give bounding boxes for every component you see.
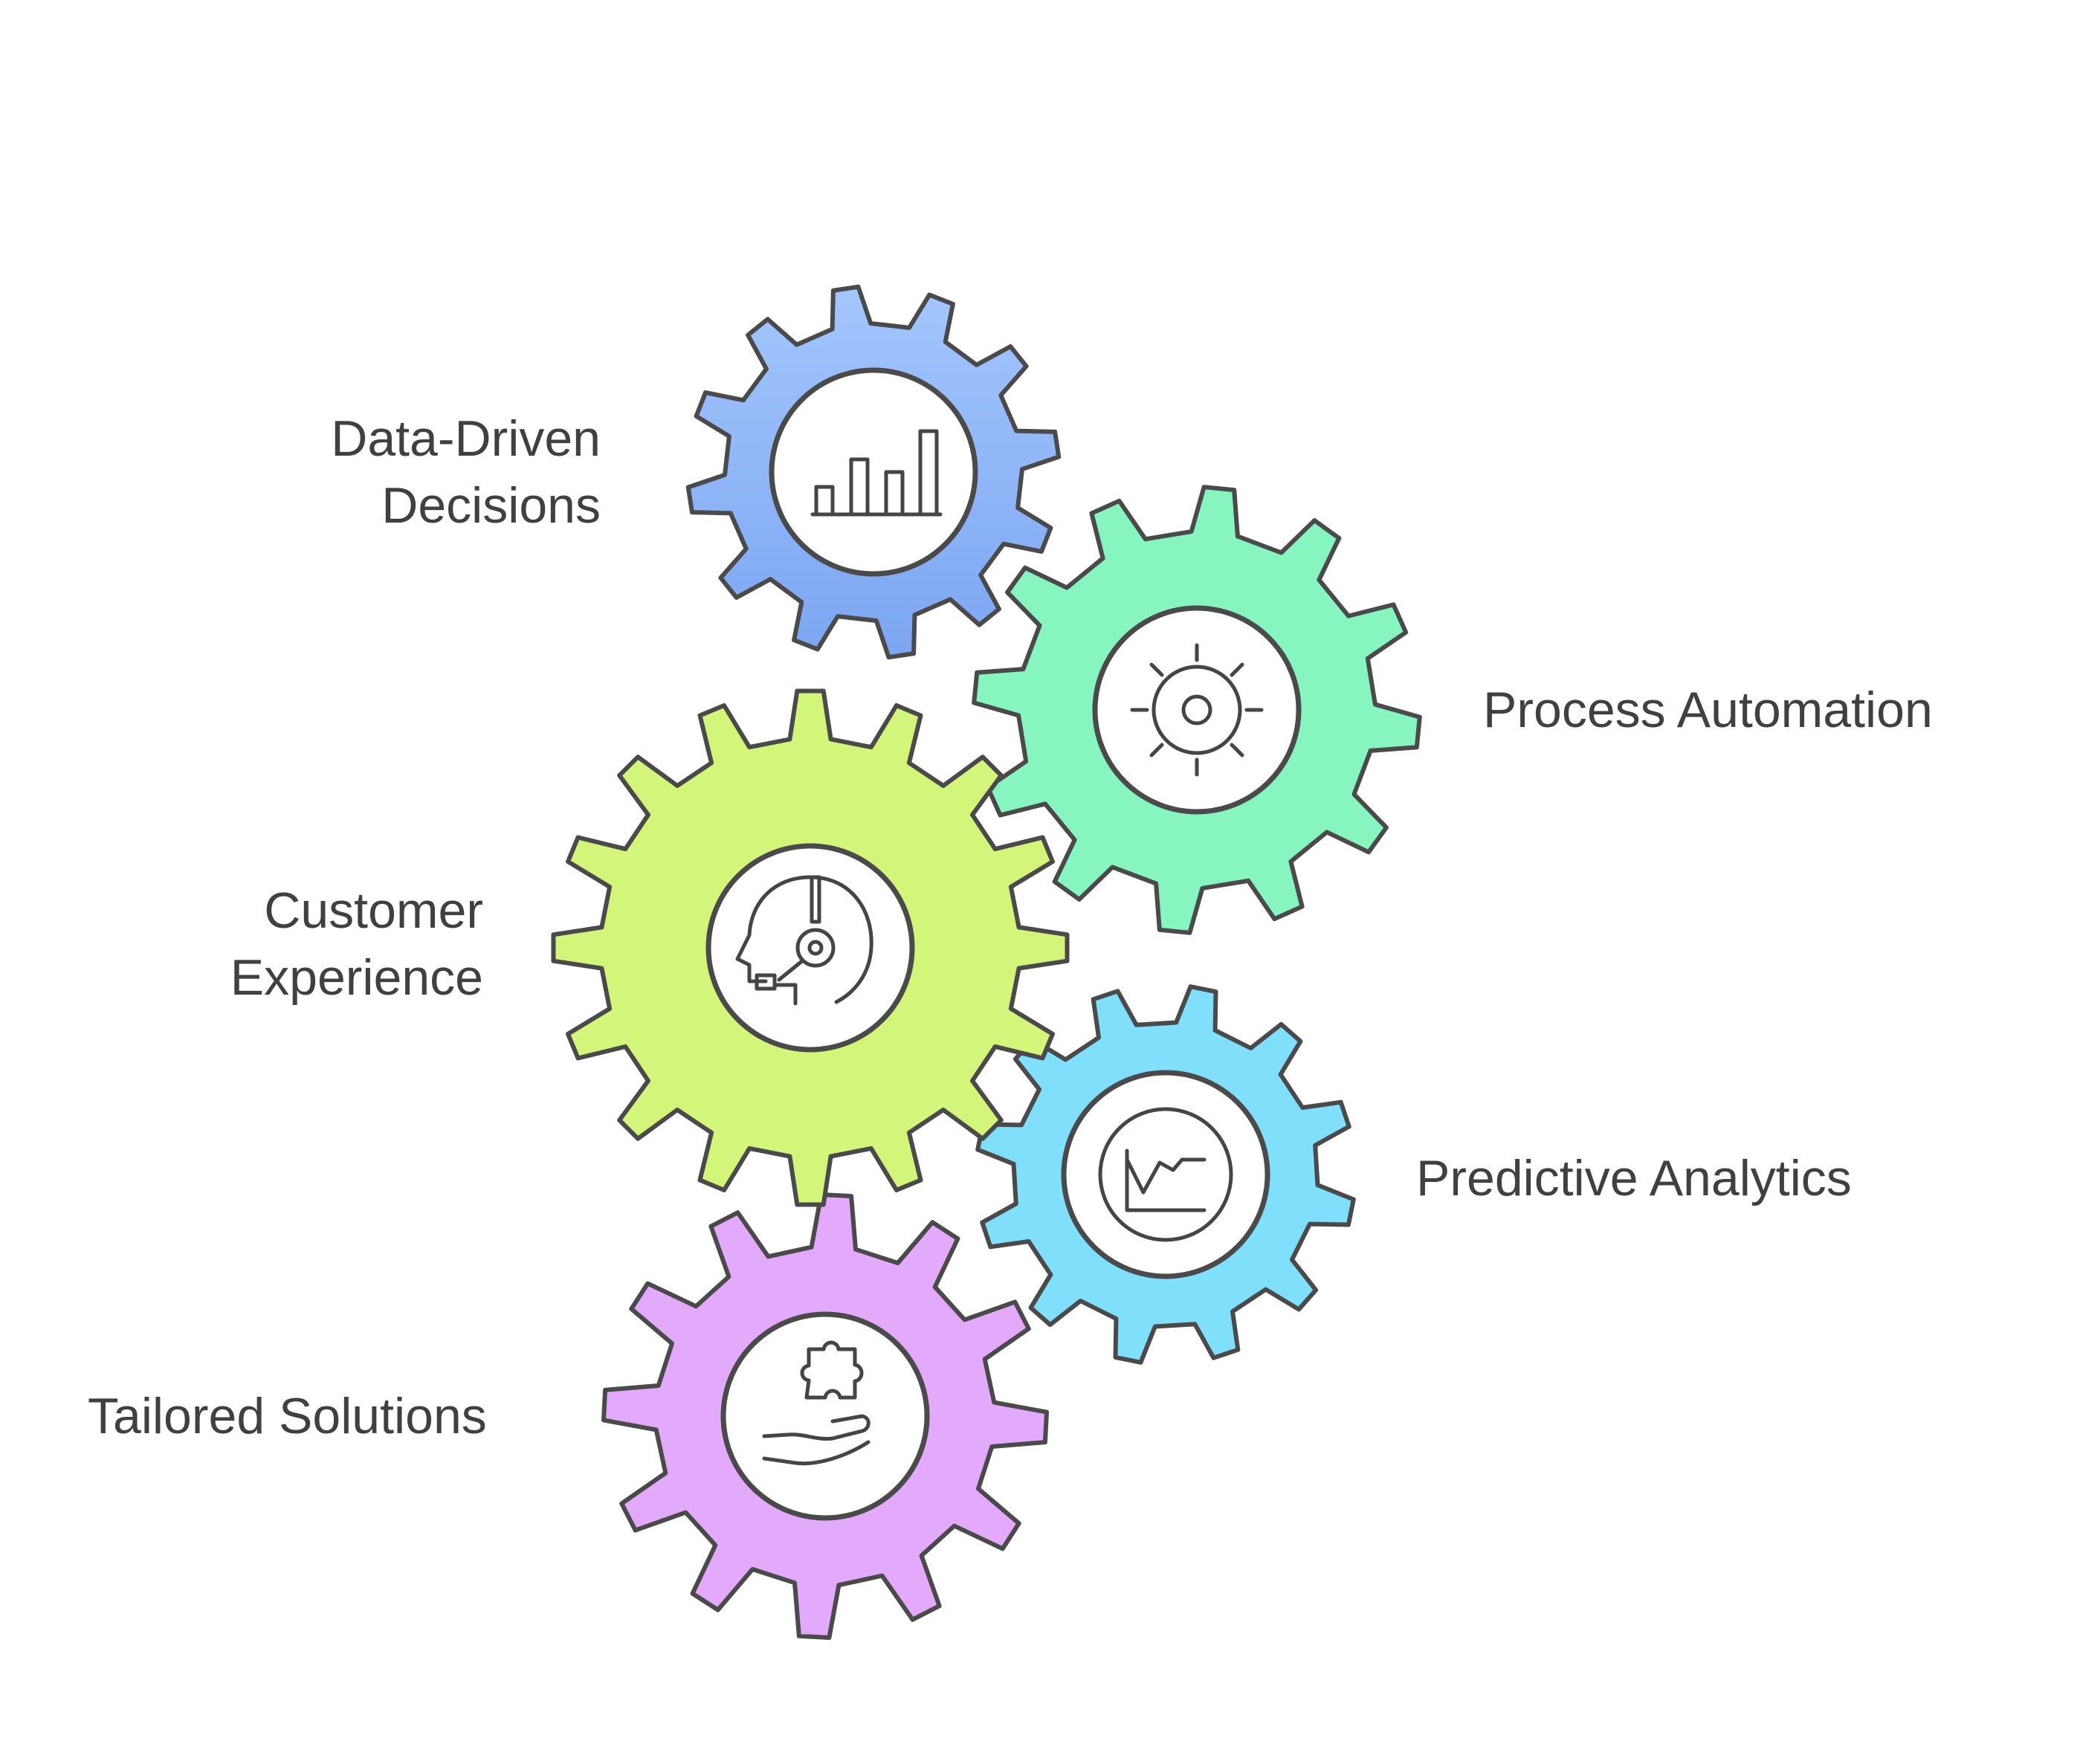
gear-sun-icon [1130, 643, 1264, 777]
label-predictive-analytics: Predictive Analytics [1416, 1145, 1852, 1212]
label-line: Experience [230, 949, 483, 1006]
gear-hub [720, 1311, 930, 1521]
gear-predictive-analytics [975, 984, 1356, 1365]
label-process-automation: Process Automation [1483, 676, 1933, 743]
hand-puzzle-icon [762, 1340, 871, 1466]
label-line: Decisions [381, 477, 601, 534]
bar-chart-icon [810, 429, 943, 517]
label-data-driven-decisions: Data-Driven Decisions [331, 405, 601, 539]
headset-person-icon [735, 875, 873, 1006]
label-tailored-solutions: Tailored Solutions [88, 1383, 487, 1450]
label-line: Process Automation [1483, 682, 1933, 738]
label-customer-experience: Customer Experience [230, 877, 483, 1011]
gear-data-driven-decisions [685, 284, 1062, 660]
gear-tailored-solutions [601, 1192, 1049, 1640]
label-line: Customer [264, 882, 483, 939]
gear-process-automation [972, 485, 1422, 935]
label-line: Tailored Solutions [88, 1388, 487, 1444]
label-line: Data-Driven [331, 410, 601, 467]
gear-hub [1092, 605, 1302, 815]
gear-hub [1061, 1070, 1270, 1279]
trend-graph-icon [1098, 1107, 1233, 1242]
gear-customer-experience [551, 688, 1070, 1207]
label-line: Predictive Analytics [1416, 1150, 1852, 1206]
gear-hub [769, 367, 978, 577]
